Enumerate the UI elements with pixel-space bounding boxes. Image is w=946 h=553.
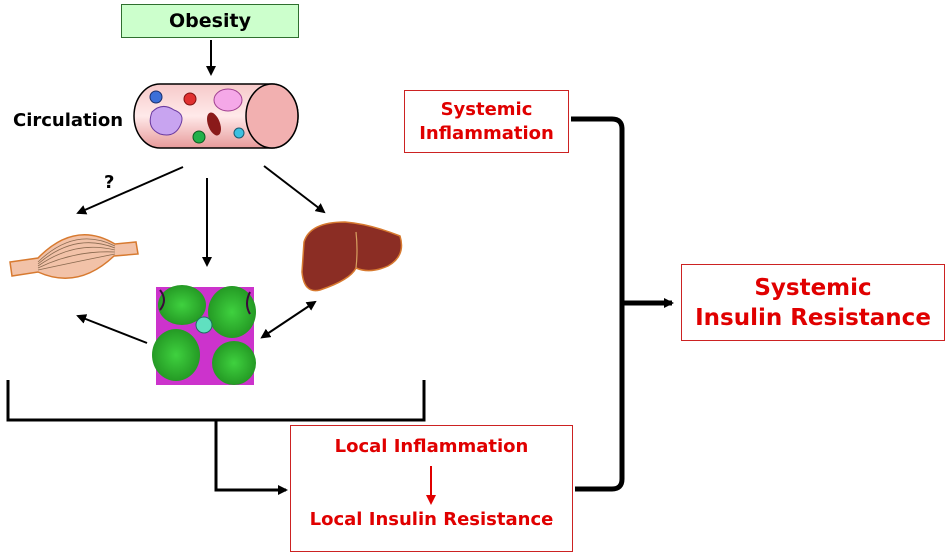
systemic-inflammation-line1: Systemic xyxy=(440,98,533,120)
systemic-inflammation-line2: Inflammation xyxy=(419,122,554,144)
local-insulin-resistance-label: Local Insulin Resistance xyxy=(309,509,554,530)
systemic-ir-line1: Systemic xyxy=(754,274,872,301)
liver-icon xyxy=(301,221,403,292)
blood-vessel-icon xyxy=(133,83,299,149)
muscle-icon xyxy=(9,233,139,279)
circulation-label: Circulation xyxy=(13,110,124,131)
obesity-box: Obesity xyxy=(121,4,299,38)
local-box: Local Inflammation Local Insulin Resista… xyxy=(290,425,573,552)
systemic-inflammation-box: Systemic Inflammation xyxy=(404,90,569,153)
circulation-to-muscle-arrow xyxy=(76,166,184,215)
bracket-to-local-arrow xyxy=(214,420,288,495)
obesity-label: Obesity xyxy=(169,10,251,32)
local-inflammation-label: Local Inflammation xyxy=(334,436,529,457)
tissue-bracket xyxy=(6,380,426,422)
adipose-liver-bidirectional-arrow xyxy=(260,300,317,339)
question-mark-label: ? xyxy=(104,172,115,193)
adipose-to-muscle-arrow xyxy=(76,314,148,344)
right-bracket xyxy=(571,116,625,492)
adipose-tissue-icon xyxy=(152,285,256,385)
circulation-to-liver-arrow xyxy=(263,165,326,214)
systemic-ir-line2: Insulin Resistance xyxy=(695,304,931,331)
systemic-insulin-resistance-box: Systemic Insulin Resistance xyxy=(681,264,945,341)
